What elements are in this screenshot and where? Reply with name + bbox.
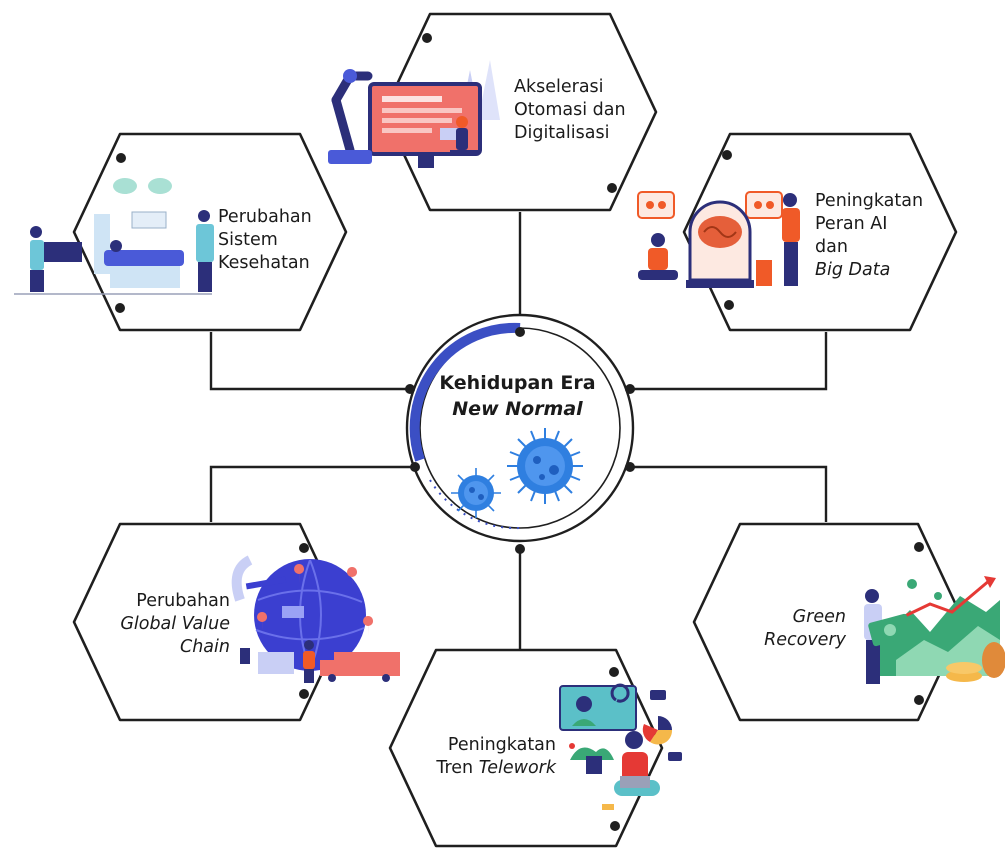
dot: [410, 462, 420, 472]
label-word: Tren: [436, 758, 474, 778]
dot: [722, 150, 732, 160]
center-title-line1: Kehidupan Era: [439, 372, 596, 394]
virus-icon: [507, 428, 583, 504]
dot: [610, 821, 620, 831]
label-telework: Peningkatan Tren Telework: [400, 734, 556, 780]
label-line: Peningkatan: [815, 191, 924, 211]
connector-gvc: [209, 465, 415, 522]
dot: [914, 695, 924, 705]
connector-ai: [630, 332, 828, 391]
dot: [724, 300, 734, 310]
dot: [116, 153, 126, 163]
label-line: dan: [815, 237, 848, 257]
label-line: Tren Telework: [400, 757, 556, 780]
hexagon-gvc: [72, 522, 348, 722]
connector-lines: [209, 212, 828, 650]
dot: [405, 384, 415, 394]
label-line: Chain: [180, 637, 230, 657]
dot: [115, 303, 125, 313]
label-otomasi: Akselerasi Otomasi dan Digitalisasi: [514, 76, 626, 145]
label-line: Kesehatan: [218, 253, 310, 273]
dot: [515, 327, 525, 337]
label-line: Akselerasi: [514, 77, 604, 97]
hexagon-green: [692, 522, 966, 722]
label-gvc: Perubahan Global Value Chain: [90, 590, 230, 659]
dot: [625, 384, 635, 394]
label-green: Green Recovery: [750, 606, 846, 652]
label-kesehatan: Perubahan Sistem Kesehatan: [218, 206, 312, 275]
dot: [914, 542, 924, 552]
label-line: Global Value: [120, 614, 230, 634]
label-line: Perubahan: [218, 207, 312, 227]
label-line: Peran AI: [815, 214, 888, 234]
virus-icon: [451, 468, 501, 518]
label-ai: Peningkatan Peran AI dan Big Data: [815, 190, 923, 282]
label-line: Perubahan: [136, 591, 230, 611]
center-outer-ring: [405, 313, 635, 543]
connector-kesehatan: [209, 332, 410, 391]
dot: [515, 544, 525, 554]
robot-arm-dashboard-illustration: [328, 60, 500, 168]
dot: [607, 183, 617, 193]
center-title: Kehidupan Era New Normal: [425, 370, 610, 422]
hospital-robot-surgery-illustration: [14, 178, 214, 295]
green-growth-chart-illustration: [864, 576, 1005, 684]
center-accent-arc: [409, 322, 521, 462]
center-title-line2: New Normal: [452, 398, 583, 420]
dot: [609, 667, 619, 677]
dot: [422, 33, 432, 43]
globe-logistics-illustration: [231, 555, 400, 683]
dot: [299, 689, 309, 699]
label-line: Peningkatan: [447, 735, 556, 755]
ai-brain-illustration: [637, 191, 800, 288]
hexagon-telework: [388, 648, 664, 848]
video-call-telework-illustration: [559, 683, 682, 810]
connector-green: [630, 465, 828, 522]
center-node: [405, 313, 635, 554]
dot: [299, 543, 309, 553]
hexagon-ai: [682, 132, 958, 332]
label-line: Green: [792, 607, 846, 627]
hexagon-kesehatan: [72, 132, 348, 332]
dot: [625, 462, 635, 472]
label-word: Telework: [478, 758, 556, 778]
label-line: Recovery: [764, 630, 846, 650]
label-line: Otomasi dan: [514, 100, 626, 120]
label-line: Big Data: [815, 260, 891, 280]
label-line: Sistem: [218, 230, 278, 250]
label-line: Digitalisasi: [514, 123, 610, 143]
